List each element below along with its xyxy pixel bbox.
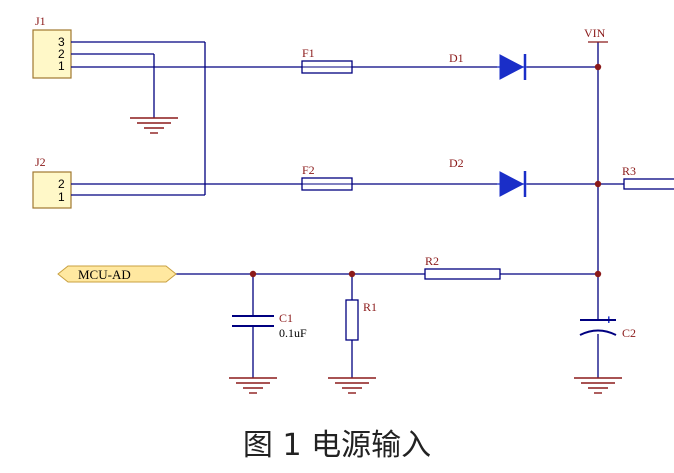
f2-label: F2 — [302, 163, 315, 177]
j2-body — [32, 171, 72, 209]
junction-vin-d2 — [594, 180, 602, 188]
junction-r1 — [348, 270, 356, 278]
diode-d2: D2 — [449, 156, 527, 197]
j1-pin-2: 2 — [58, 47, 65, 61]
r2-label: R2 — [425, 254, 439, 268]
ground-icon — [130, 117, 178, 134]
r3-label: R3 — [622, 164, 636, 178]
ground-icon — [328, 377, 376, 394]
junction-c1 — [249, 270, 257, 278]
resistor-r1: R1 — [345, 299, 377, 341]
figure-caption: 图 1 电源输入 — [242, 428, 432, 463]
d2-label: D2 — [449, 156, 464, 170]
junction-dots — [249, 63, 602, 278]
ground-symbols — [130, 117, 622, 394]
fuse-f2: F2 — [301, 163, 353, 191]
resistor-r2: R2 — [424, 254, 501, 280]
capacitor-c2: + C2 — [579, 312, 636, 340]
r1-label: R1 — [363, 300, 377, 314]
j2-label: J2 — [35, 155, 46, 169]
c2-label: C2 — [622, 326, 636, 340]
capacitor-c1: C1 0.1uF — [232, 311, 307, 340]
power-input-schematic: J1 3 2 1 J2 2 1 — [32, 14, 674, 394]
fuse-f1: F1 — [301, 46, 353, 74]
d1-label: D1 — [449, 51, 464, 65]
j2-pin-1: 1 — [58, 190, 65, 204]
mcu-ad-port: MCU-AD — [57, 265, 177, 283]
connector-j2: J2 2 1 — [32, 155, 72, 209]
diode-d1: D1 — [449, 51, 527, 80]
mcu-ad-label: MCU-AD — [78, 267, 131, 282]
j1-pin-1: 1 — [58, 59, 65, 73]
ground-icon — [574, 377, 622, 394]
vin-port: VIN — [584, 26, 608, 43]
junction-vin-r2 — [594, 270, 602, 278]
c1-value: 0.1uF — [279, 326, 307, 340]
j2-pin-2: 2 — [58, 177, 65, 191]
c1-label: C1 — [279, 311, 293, 325]
j1-label: J1 — [35, 14, 46, 28]
f1-label: F1 — [302, 46, 315, 60]
resistor-r3: R3 — [622, 164, 674, 190]
j1-body — [32, 29, 72, 79]
j1-pin-3: 3 — [58, 35, 65, 49]
junction-vin-d1 — [594, 63, 602, 71]
ground-icon — [229, 377, 277, 394]
connector-j1: J1 3 2 1 — [32, 14, 72, 79]
vin-label: VIN — [584, 26, 606, 40]
